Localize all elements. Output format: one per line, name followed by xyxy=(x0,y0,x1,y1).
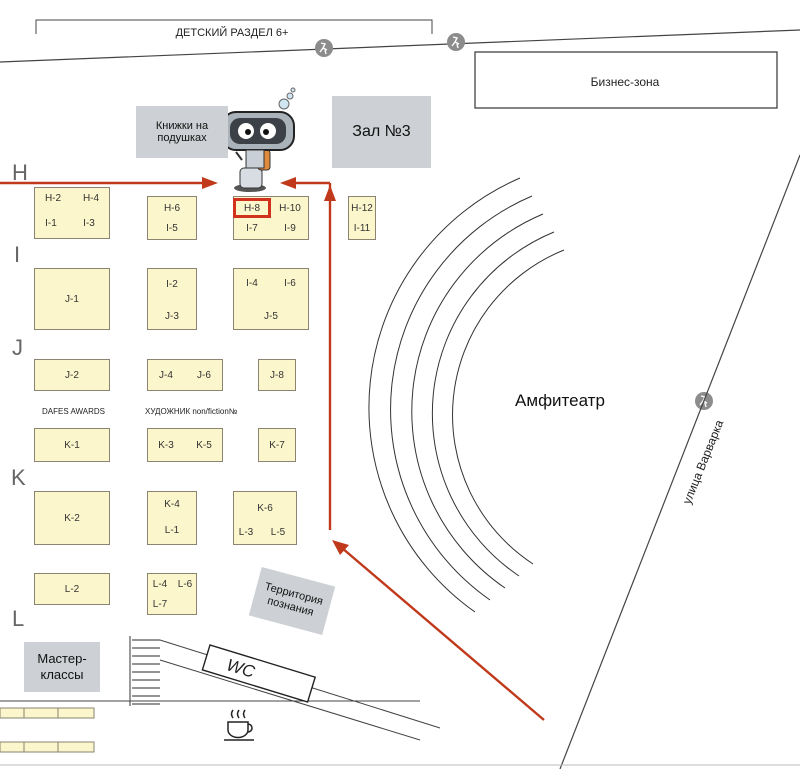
kids-section-bracket xyxy=(35,19,433,34)
booth-k1[interactable]: K-1 xyxy=(64,439,80,451)
booth-i5[interactable]: I-5 xyxy=(166,222,178,234)
booth-j3[interactable]: J-3 xyxy=(165,310,179,322)
booth-l2[interactable]: L-2 xyxy=(64,583,80,595)
booth-l6[interactable]: L-6 xyxy=(177,578,193,590)
booth-h10[interactable]: H-10 xyxy=(279,202,301,214)
booth-i6[interactable]: I-6 xyxy=(284,277,296,289)
booth-block-j8 xyxy=(258,359,296,391)
booth-j8[interactable]: J-8 xyxy=(270,369,284,381)
runner-icon xyxy=(315,39,333,57)
booth-h4[interactable]: H-4 xyxy=(82,192,100,204)
booth-i9[interactable]: I-9 xyxy=(284,222,296,234)
amphitheater-label: Амфитеатр xyxy=(515,391,605,410)
booth-block-k2 xyxy=(34,491,110,545)
booth-block-l4-l7 xyxy=(147,573,197,615)
booth-l7[interactable]: L-7 xyxy=(152,598,168,610)
booth-h12[interactable]: H-12 xyxy=(351,202,373,214)
booth-block-l2 xyxy=(34,573,110,605)
booth-i7[interactable]: I-7 xyxy=(246,222,258,234)
booth-block-i2-j3 xyxy=(147,268,197,330)
stairs xyxy=(129,636,160,706)
booth-i4[interactable]: I-4 xyxy=(246,277,258,289)
booth-j5[interactable]: J-5 xyxy=(264,310,278,322)
booth-block-k4-l1 xyxy=(147,491,197,545)
top-wall xyxy=(0,29,800,63)
runner-icon xyxy=(447,33,465,51)
row-letter-j: J xyxy=(12,335,23,360)
booth-l1[interactable]: L-1 xyxy=(164,524,180,536)
business-zone-box xyxy=(474,51,778,109)
wc-box: WC xyxy=(201,644,317,703)
booth-block-k3-k5 xyxy=(147,428,223,462)
booth-h6[interactable]: H-6 xyxy=(163,202,181,214)
wc-wall xyxy=(159,659,421,741)
street-label: улица Варварка xyxy=(680,418,727,506)
booth-block-h12-i11 xyxy=(348,196,376,240)
booth-block-k7 xyxy=(258,428,296,462)
booth-block-j1 xyxy=(34,268,110,330)
small-booths xyxy=(0,707,95,753)
business-zone-label: Бизнес-зона xyxy=(591,75,660,89)
booth-i1[interactable]: I-1 xyxy=(45,217,57,229)
booth-block-k6-l5 xyxy=(233,491,297,545)
row-letter-i: I xyxy=(14,242,21,267)
booth-k5[interactable]: K-5 xyxy=(196,439,212,451)
master-classes-zone: Мастер-классы xyxy=(24,642,100,692)
booth-h8-highlighted[interactable]: H-8 xyxy=(233,198,271,218)
booth-k6[interactable]: K-6 xyxy=(257,502,273,514)
row-letter-l: L xyxy=(12,606,25,631)
street-edge xyxy=(559,154,800,769)
booth-k7[interactable]: K-7 xyxy=(269,439,285,451)
coffee-cup-icon xyxy=(224,709,254,741)
dafes-awards-label: DAFES AWARDS xyxy=(42,407,105,416)
booth-i2[interactable]: I-2 xyxy=(166,278,178,290)
booth-k2[interactable]: K-2 xyxy=(64,512,80,524)
booth-k4[interactable]: K-4 xyxy=(164,498,180,510)
booth-k3[interactable]: K-3 xyxy=(158,439,174,451)
booth-i11[interactable]: I-11 xyxy=(353,222,371,234)
robot-mascot-icon xyxy=(221,87,296,192)
hall-3-zone: Зал №3 xyxy=(332,96,431,168)
booth-j2[interactable]: J-2 xyxy=(65,369,79,381)
route-arrows xyxy=(0,177,545,721)
booth-l4[interactable]: L-4 xyxy=(152,578,168,590)
booth-block-j4-j6 xyxy=(147,359,223,391)
booth-block-k1 xyxy=(34,428,110,462)
artist-label: ХУДОЖНИК non/fiction№ xyxy=(145,407,238,416)
amphitheater-seating xyxy=(368,177,565,613)
booth-j6[interactable]: J-6 xyxy=(197,369,211,381)
booth-block-h2-i3 xyxy=(34,187,110,239)
booth-block-j2 xyxy=(34,359,110,391)
booth-l5[interactable]: L-5 xyxy=(270,526,286,538)
booth-l3[interactable]: L-3 xyxy=(238,526,254,538)
row-letter-h: H xyxy=(12,160,28,185)
booth-block-h8-i9 xyxy=(233,196,309,240)
books-on-pillows-zone: Книжки на подушках xyxy=(136,106,228,158)
row-letter-k: K xyxy=(11,465,26,490)
booth-block-i4-j5 xyxy=(233,268,309,330)
booth-i3[interactable]: I-3 xyxy=(83,217,95,229)
booth-j4[interactable]: J-4 xyxy=(159,369,173,381)
kids-section-label: ДЕТСКИЙ РАЗДЕЛ 6+ xyxy=(176,26,289,39)
booth-j1[interactable]: J-1 xyxy=(65,293,79,305)
booth-block-h6-i5 xyxy=(147,196,197,240)
booth-h2[interactable]: H-2 xyxy=(44,192,62,204)
